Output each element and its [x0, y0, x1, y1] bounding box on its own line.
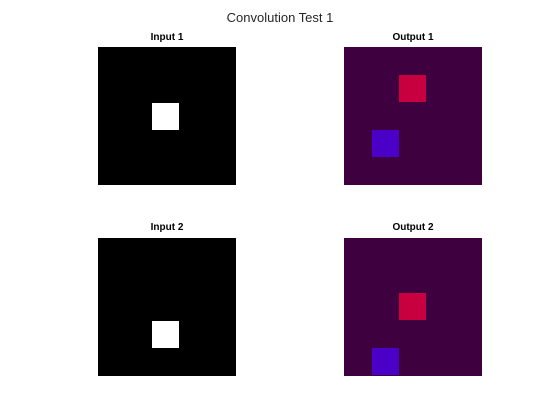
- input-1-image: [98, 47, 236, 185]
- figure-title: Convolution Test 1: [226, 10, 334, 25]
- panel-title-input-2: Input 2: [150, 222, 184, 233]
- output-2-image: [344, 238, 482, 376]
- panel-title-output-1: Output 1: [392, 32, 434, 43]
- output-2-block-blue: [372, 348, 399, 375]
- output-2-block-red: [399, 293, 426, 320]
- panel-title-output-2: Output 2: [392, 222, 434, 233]
- output-1-block-blue: [372, 130, 399, 157]
- panel-title-input-1: Input 1: [150, 32, 184, 43]
- input-1-block-white: [152, 103, 179, 130]
- output-1-image: [344, 47, 482, 185]
- input-2-block-white: [152, 321, 179, 348]
- output-1-block-red: [399, 75, 426, 102]
- input-2-image: [98, 238, 236, 376]
